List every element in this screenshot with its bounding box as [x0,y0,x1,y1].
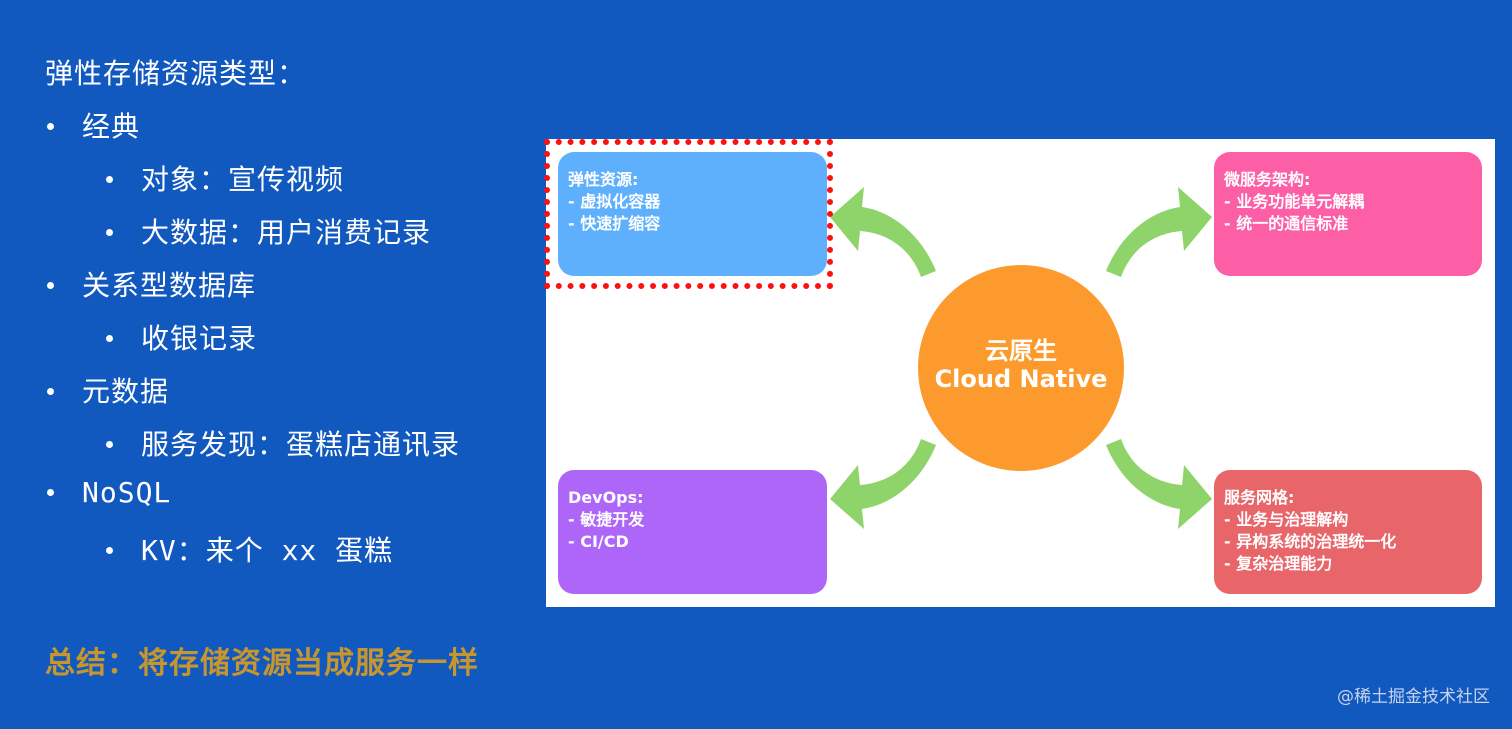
arrows-layer [830,187,1212,529]
bullet-text: 大数据：用户消费记录 [141,216,432,249]
box-line: - 业务功能单元解耦 [1224,192,1365,211]
box-title: 弹性资源: [568,170,639,189]
bullet-item: 经典 [47,105,140,145]
bullet-dot [47,488,54,496]
bullet-text: 元数据 [82,375,170,408]
arrow-to-service-mesh [1106,439,1212,529]
box-line: - 敏捷开发 [568,510,645,529]
box-line: - 复杂治理能力 [1224,554,1333,573]
bullet-dot [106,175,113,183]
bullet-item: 收银记录 [106,317,257,357]
heading: 弹性存储资源类型： [45,57,307,90]
bullet-text: 服务发现：蛋糕店通讯录 [141,428,461,461]
bullet-item: KV：来个 xx 蛋糕 [106,529,393,569]
center-cloud-native: 云原生 Cloud Native [918,265,1124,471]
highlight-dotted-frame [544,139,833,289]
bullet-text: KV：来个 xx 蛋糕 [141,534,394,567]
bullet-dot [47,281,54,289]
box-line: - 业务与治理解构 [1224,510,1349,529]
bullet-dot [106,546,113,554]
box-line: - 快速扩缩容 [568,214,661,233]
cloud-native-diagram: 弹性资源: - 虚拟化容器 - 快速扩缩容 微服务架构: - 业务功能单元解耦 … [544,139,1495,607]
credit-watermark: @稀土掘金技术社区 [1337,687,1490,707]
box-line: - 异构系统的治理统一化 [1224,532,1397,551]
bullet-text: 收银记录 [141,322,258,355]
bullet-item: 服务发现：蛋糕店通讯录 [106,423,460,463]
bullet-dot [106,334,113,342]
bullet-item: 大数据：用户消费记录 [106,211,431,251]
summary-text: 总结：将存储资源当成服务一样 [45,646,479,681]
bullet-dot [106,228,113,236]
arrow-to-devops [830,439,936,529]
arrow-to-elastic-resources [830,187,936,277]
bullet-dot [47,122,54,130]
bullet-text: 对象：宣传视频 [141,163,345,196]
bullet-text: 关系型数据库 [82,269,257,302]
bullet-item: 元数据 [47,370,169,410]
bullet-dot [106,440,113,448]
bullet-text: NoSQL [82,476,172,509]
box-service-mesh: 服务网格: - 业务与治理解构 - 异构系统的治理统一化 - 复杂治理能力 [1214,470,1482,594]
box-line: - 虚拟化容器 [568,192,661,211]
box-title: DevOps: [568,488,644,507]
bullet-item: 对象：宣传视频 [106,158,344,198]
center-title-cn: 云原生 [985,337,1057,365]
arrow-to-microservices [1106,187,1212,277]
box-title: 微服务架构: [1224,170,1311,189]
center-title-en: Cloud Native [934,365,1108,393]
box-title: 服务网格: [1224,488,1295,507]
box-line: - 统一的通信标准 [1224,214,1349,233]
bullet-item: NoSQL [47,476,171,509]
box-elastic-resources: 弹性资源: - 虚拟化容器 - 快速扩缩容 [558,152,827,276]
bullet-text: 经典 [82,110,141,143]
box-devops: DevOps: - 敏捷开发 - CI/CD [558,470,827,594]
box-microservices: 微服务架构: - 业务功能单元解耦 - 统一的通信标准 [1214,152,1482,276]
box-line: - CI/CD [568,532,629,551]
bullet-item: 关系型数据库 [47,264,256,304]
bullet-dot [47,387,54,395]
